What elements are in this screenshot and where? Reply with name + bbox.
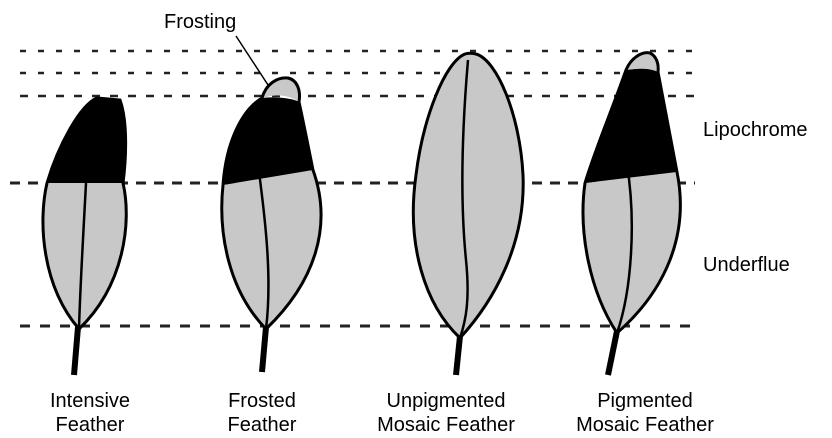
unpigmented-caption-line2: Mosaic Feather [346, 413, 546, 437]
unpigmented-mosaic-feather-caption: Unpigmented Mosaic Feather [346, 389, 546, 437]
pigmented-caption-line1: Pigmented [545, 389, 745, 413]
pigmented-mosaic-feather-quill [608, 331, 617, 375]
frosted-caption-line2: Feather [162, 413, 362, 437]
intensive-feather-quill [74, 327, 78, 375]
pigmented-mosaic-feather-caption: Pigmented Mosaic Feather [545, 389, 745, 437]
frosted-caption-line1: Frosted [162, 389, 362, 413]
unpigmented-mosaic-feather-quill [456, 336, 460, 375]
frosted-feather-caption: Frosted Feather [162, 389, 362, 437]
frosting-label: Frosting [164, 10, 236, 34]
intensive-feather-lipochrome [47, 98, 126, 183]
pigmented-caption-line2: Mosaic Feather [545, 413, 745, 437]
frosted-feather-quill [262, 327, 266, 372]
lipochrome-label: Lipochrome [703, 118, 808, 142]
pigmented-mosaic-feather-lipochrome [585, 69, 677, 183]
underflue-label: Underflue [703, 253, 790, 277]
frosted-feather-underflue [222, 170, 321, 329]
intensive-feather [43, 98, 126, 375]
unpigmented-caption-line1: Unpigmented [346, 389, 546, 413]
frosting-pointer [236, 36, 270, 88]
frosted-feather [222, 78, 321, 372]
